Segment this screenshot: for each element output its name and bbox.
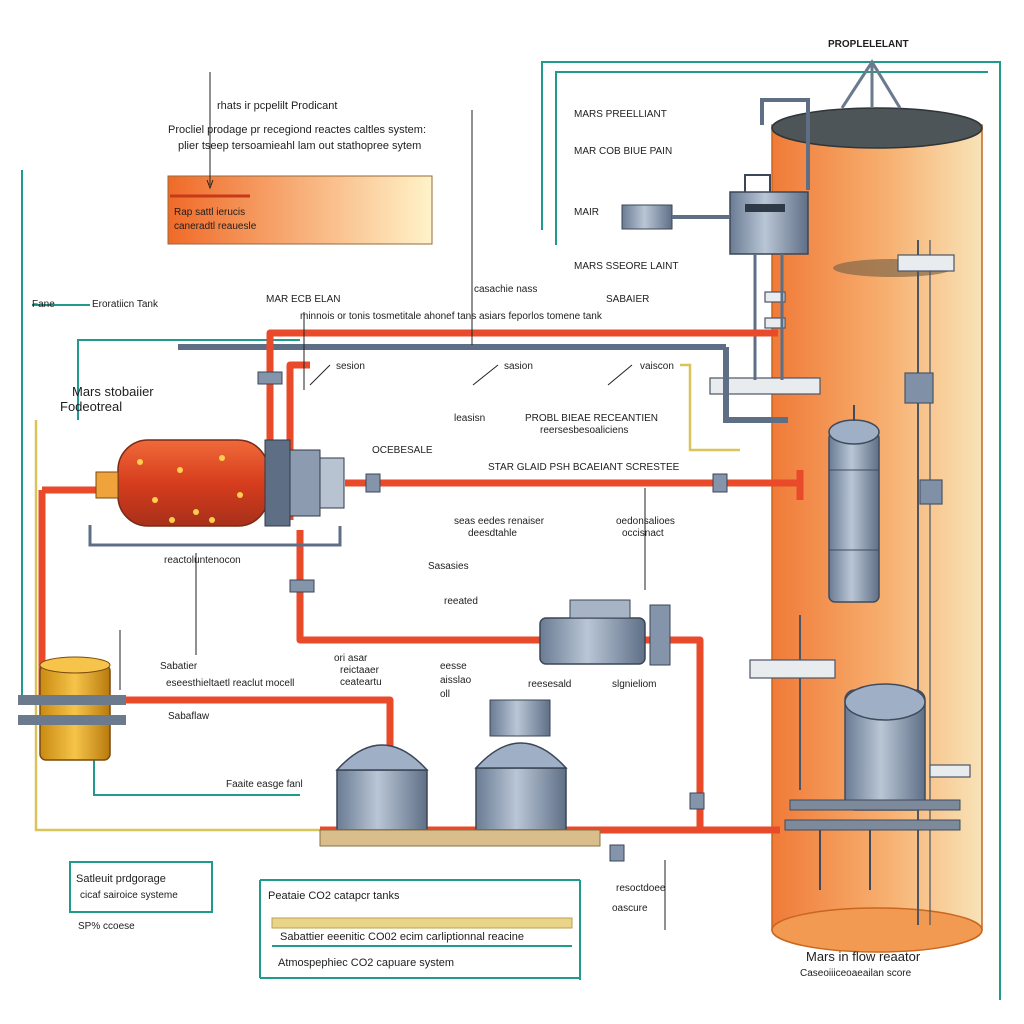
pump-icon — [539, 599, 671, 666]
mars-prop-label: MARS PREELLIANT — [574, 109, 667, 120]
leader-lines — [32, 72, 666, 930]
intro-line-1: rhats ir pcpelilt Prodicant — [217, 100, 338, 112]
seas-line-1: seas eedes renaiser — [454, 516, 545, 527]
gold-storage-tank — [18, 656, 126, 761]
mar-ecb-label: MAR ECB ELAN — [266, 294, 341, 305]
leasisn-label: leasisn — [454, 413, 486, 424]
legend-row-1: Sabattier eeenitic CO02 ecim carliptionn… — [280, 931, 524, 943]
teal-frame-lines — [21, 61, 1001, 1000]
reactor-title: Mars in flow reaator — [806, 949, 921, 964]
ocen-line-1: oedonsalioes — [616, 516, 675, 527]
prob-line-1: PROBL BIEAE RECEANTIEN — [525, 413, 658, 424]
legend-title: Peataie CO2 catapcr tanks — [268, 890, 400, 902]
cascade-label: casachie nass — [474, 284, 538, 295]
legend-tank-b: Eroratiicn Tank — [92, 299, 158, 310]
vaiscon-label: vaiscon — [640, 361, 674, 372]
mid-label-1: ori asar — [334, 653, 368, 664]
intro-line-2: Procliel prodage pr recegiond reactes ca… — [168, 124, 427, 136]
gold-lines — [34, 363, 740, 832]
note-box — [69, 861, 213, 913]
ocesle-label: OCEBESALE — [372, 445, 433, 456]
sabaflow-label: Sabaflaw — [168, 711, 210, 722]
mars-stabilizer-2: Fodeotreal — [60, 399, 123, 414]
sabatier-left-label: Sabatier — [160, 661, 198, 672]
sasion-label: sasion — [504, 361, 533, 372]
mars-storage-label: MARS SSEORE LAINT — [574, 261, 679, 272]
heater-drum-icon — [88, 439, 345, 547]
res-label-1: resoctdoee — [616, 883, 666, 894]
legend-tank-a: Fane — [32, 299, 55, 310]
ocen-line-2: occisnact — [622, 528, 664, 539]
res-label-2: oascure — [612, 903, 648, 914]
tank-platforms — [709, 254, 971, 778]
mid-label-2: reictaaer — [340, 665, 379, 676]
note-box-line-1: Satleuit prdgorage — [76, 873, 166, 885]
sabatier-mid-label: Sasasies — [428, 561, 469, 572]
valve-icon — [257, 371, 728, 862]
swatch-line-1: Rap sattl ierucis — [174, 207, 246, 218]
sesion-label: sesion — [336, 361, 365, 372]
intro-line-3: plier tseep tersoamieahl lam out stathop… — [178, 140, 422, 152]
side-label-2: aisslao — [440, 675, 472, 686]
domed-capture-tanks — [319, 699, 601, 847]
legend-swatch — [167, 175, 433, 245]
mid-label-3: ceateartu — [340, 677, 382, 688]
reeated-label: reeated — [444, 596, 478, 607]
top-right-title: PROPLELELANT — [828, 39, 909, 50]
seas-line-2: deesdtahle — [468, 528, 517, 539]
side-label-3: oll — [440, 689, 451, 700]
mars-cob-label: MAR COB BIUE PAIN — [574, 146, 673, 157]
reactor-label-1: reactoluntenocon — [164, 555, 241, 566]
mair-label: MAIR — [574, 207, 599, 218]
reseaald-label: reesesald — [528, 679, 572, 690]
mars-stabilizer-1: Mars stobaiier — [72, 384, 154, 399]
fuel-tank-label: Faaite easge fanl — [226, 779, 303, 790]
sighal-label: slgnieliom — [612, 679, 657, 690]
side-label-1: eesse — [440, 661, 467, 672]
electrolyzer-icon — [621, 98, 810, 380]
legend-bars — [271, 917, 573, 947]
prob-line-2: reersesbesoaliciens — [540, 425, 629, 436]
reactor-left-label: eseesthieltaetl reaclut mocell — [166, 678, 295, 689]
legend-row-2: Atmospephiec CO2 capuare system — [278, 957, 455, 969]
sabarier-label: SABAIER — [606, 294, 650, 305]
swatch-line-2: caneradtl reauesle — [174, 221, 257, 232]
pressure-vessel-icon — [784, 405, 961, 890]
reactor-subtitle: Caseoiiiceoaeailan score — [800, 968, 912, 979]
red-process-pipes — [38, 329, 804, 834]
scribe-line: minnois or tonis tosmetitale ahonef tans… — [300, 311, 602, 322]
footnote: SP% ccoese — [78, 921, 135, 932]
note-box-line-2: cicaf sairoice systeme — [80, 890, 178, 901]
star-label: STAR GLAID PSH BCAEIANT SCRESTEE — [488, 462, 680, 473]
